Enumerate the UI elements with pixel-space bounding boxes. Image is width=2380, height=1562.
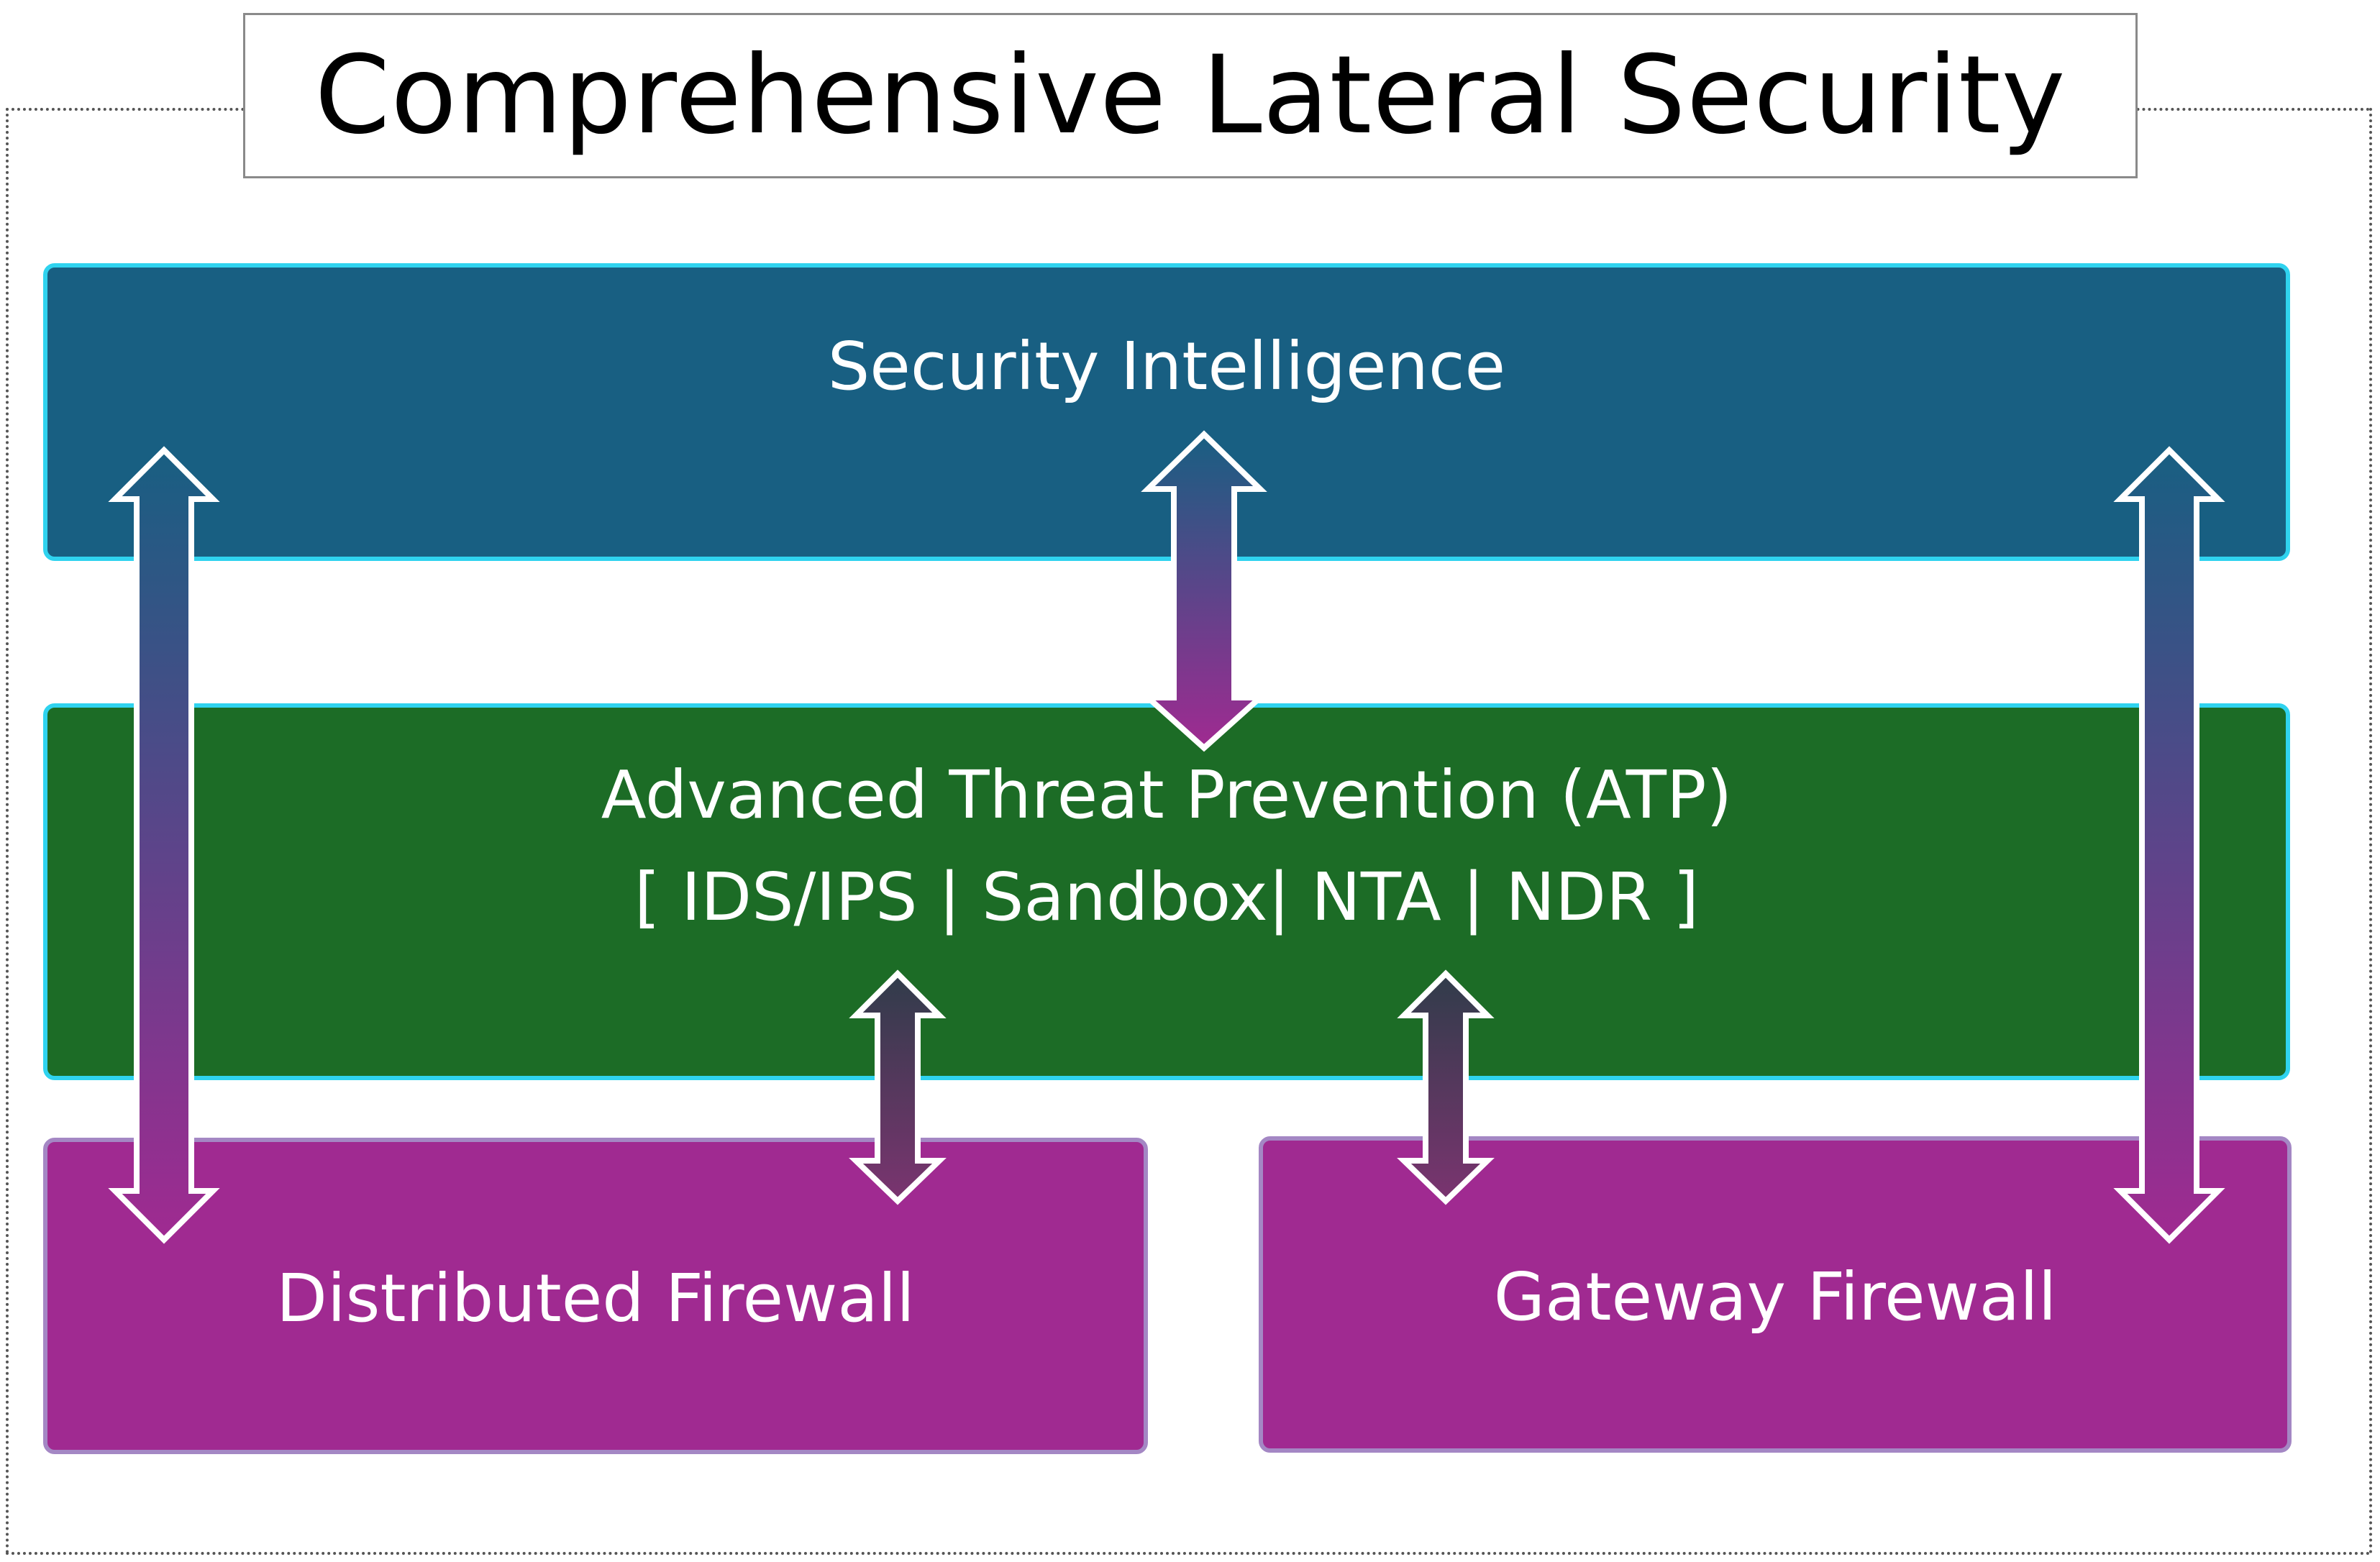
atp-components-label: [ IDS/IPS | Sandbox| NTA | NDR ] <box>634 859 1700 936</box>
atp-title-label: Advanced Threat Prevention (ATP) <box>601 757 1733 833</box>
title-box: Comprehensive Lateral Security <box>243 13 2138 178</box>
distributed-firewall-label: Distributed Firewall <box>276 1260 915 1337</box>
security-intelligence-layer: Security Intelligence <box>43 263 2290 561</box>
arrow-intel-atp <box>1140 430 1268 752</box>
arrow-atp-dfw <box>849 969 947 1205</box>
arrow-atp-gfw <box>1397 969 1495 1205</box>
security-intelligence-label: Security Intelligence <box>827 328 1506 405</box>
gateway-firewall-label: Gateway Firewall <box>1493 1259 2057 1335</box>
arrow-intel-dfw <box>108 446 220 1244</box>
diagram-title: Comprehensive Lateral Security <box>314 33 2066 158</box>
arrow-intel-gfw <box>2113 446 2225 1244</box>
atp-layer: Advanced Threat Prevention (ATP) [ IDS/I… <box>43 703 2290 1080</box>
distributed-firewall-layer: Distributed Firewall <box>43 1138 1148 1454</box>
gateway-firewall-layer: Gateway Firewall <box>1259 1136 2292 1453</box>
